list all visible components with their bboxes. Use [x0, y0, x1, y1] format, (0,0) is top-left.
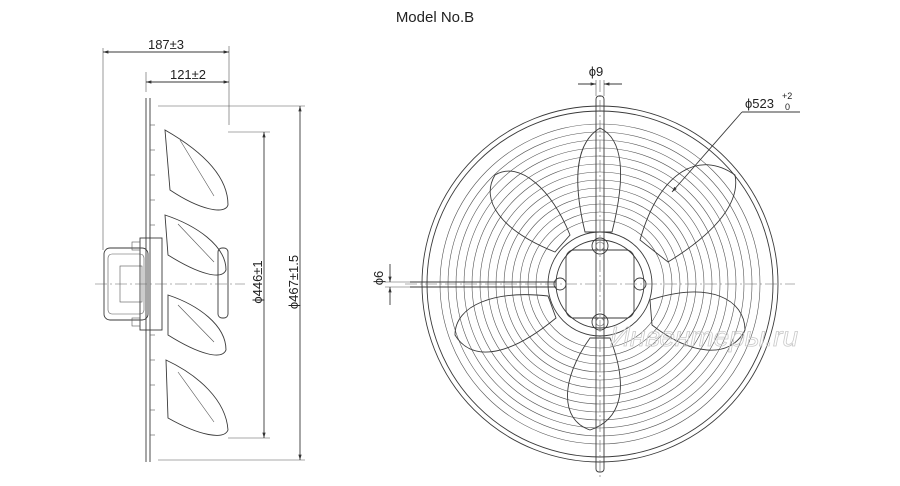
outer-diameter-leader: [671, 111, 743, 193]
guard-diameter-label: ϕ467±1.5: [286, 255, 301, 309]
motor-body: [103, 237, 163, 331]
outer-tol-lower: 0: [785, 102, 790, 112]
overall-depth-label: 187±3: [148, 37, 184, 52]
side-view: 187±3 121±2: [95, 37, 305, 462]
outer-diameter-label: ϕ523: [745, 96, 774, 111]
blade-diameter-label: ϕ446±1: [250, 260, 265, 303]
rod-diameter-label: ϕ6: [371, 271, 386, 286]
side-blades: [164, 129, 229, 436]
drawing-title: Model No.B: [396, 9, 474, 26]
guard-wire-ticks: [150, 124, 155, 436]
hole-diameter-label: ϕ9: [589, 64, 604, 79]
front-view: ϕ9 ϕ523 +2 0 ϕ6: [371, 64, 800, 480]
blade-depth-label: 121±2: [170, 67, 206, 82]
watermark: Инвентеры.ru: [610, 321, 799, 352]
outer-tol-upper: +2: [782, 91, 792, 101]
